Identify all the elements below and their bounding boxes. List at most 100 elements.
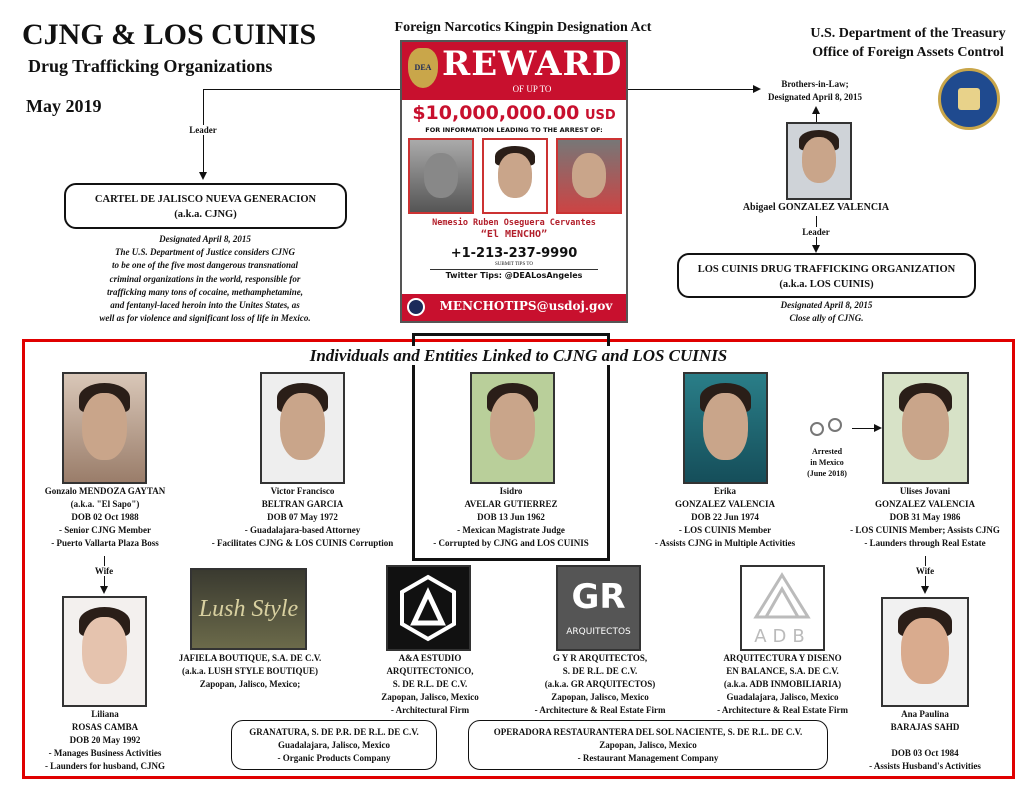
org-name: LOS CUINIS DRUG TRAFFICKING ORGANIZATION — [697, 264, 956, 275]
victor-photo — [260, 372, 345, 484]
company-line: ARQUITECTONICO, — [386, 666, 474, 676]
company-line: - Architecture & Real Estate Firm — [717, 705, 848, 715]
person-line: Ulises Jovani — [899, 486, 951, 496]
operadora-box: OPERADORA RESTAURANTERA DEL SOL NACIENTE… — [468, 720, 828, 770]
company-line: - Restaurant Management Company — [577, 753, 719, 763]
arrested-line: in Mexico — [810, 458, 844, 467]
linked-section — [22, 339, 1015, 779]
wife-label: Wife — [84, 566, 124, 576]
lush-style-logo: Lush Style — [190, 568, 307, 650]
spacer — [840, 734, 1010, 747]
isidro-photo — [470, 372, 555, 484]
ana-photo — [881, 597, 969, 707]
company-line: EN BALANCE, S.A. DE C.V. — [726, 666, 839, 676]
reward-amount: $10,000,000.00 — [412, 102, 580, 124]
gonzalo-photo — [62, 372, 147, 484]
logo-text: GR — [571, 577, 626, 617]
desc-line: and fentanyl-laced heroin into the Unite… — [110, 300, 300, 311]
person-line: BELTRAN GARCIA — [261, 499, 344, 509]
person-line: - Facilitates CJNG & LOS CUINIS Corrupti… — [211, 538, 394, 548]
wife-label: Wife — [905, 566, 945, 576]
abigael-name: Abigael GONZALEZ VALENCIA — [742, 202, 890, 213]
company-line: Zapopan, Jalisco, Mexico — [551, 692, 649, 702]
person-line: - LOS CUINIS Member; Assists CJNG — [850, 525, 1000, 535]
reward-label: REWARD — [442, 44, 623, 84]
company-line: Guadalajara, Jalisco, Mexico — [726, 692, 839, 702]
org-aka: (a.k.a. LOS CUINIS) — [779, 279, 874, 290]
section-title-text: Individuals and Entities Linked to CJNG … — [307, 346, 730, 365]
arrow-down-icon — [199, 172, 207, 180]
person-line: Erika — [713, 486, 736, 496]
dea-badge-icon: DEA — [408, 48, 438, 88]
person-line: - Assists Husband's Activities — [869, 761, 981, 771]
arrow-down-icon — [812, 245, 820, 253]
person-line: ROSAS CAMBA — [71, 722, 139, 732]
arrow-down-icon — [100, 586, 108, 594]
logo-subtext: ARQUITECTOS — [566, 627, 631, 637]
designation: Designated April 8, 2015 — [159, 234, 251, 244]
person-line: GONZALEZ VALENCIA — [675, 499, 775, 509]
company-line: S. DE R.L. DE C.V. — [392, 679, 468, 689]
connector-line — [852, 428, 876, 429]
gr-arquitectos-logo: GR ARQUITECTOS — [556, 565, 641, 651]
company-line: - Architectural Firm — [390, 705, 470, 715]
org-aka: (a.k.a. CJNG) — [174, 209, 237, 220]
act-title: Foreign Narcotics Kingpin Designation Ac… — [394, 20, 652, 35]
desc-line: criminal organizations in the world, res… — [109, 273, 301, 284]
page-title: CJNG & LOS CUINIS — [22, 18, 317, 51]
desc-line: well as for violence and significant los… — [99, 313, 311, 324]
person-line: (a.k.a. "El Sapo") — [70, 499, 140, 509]
company-line: (a.k.a. ADB INMOBILIARIA) — [723, 679, 842, 689]
wanted-alias: “El MENCHO” — [480, 229, 548, 240]
agency-line: Office of Foreign Assets Control — [812, 45, 1004, 60]
person-line: - Launders for husband, CJNG — [44, 761, 166, 771]
person-line: GONZALEZ VALENCIA — [875, 499, 975, 509]
company-line: S. DE R.L. DE C.V. — [562, 666, 638, 676]
person-line: - Senior CJNG Member — [58, 525, 152, 535]
person-line: - Assists CJNG in Multiple Activities — [654, 538, 796, 548]
person-line: Gonzalo MENDOZA GAYTAN — [44, 486, 166, 496]
arrow-right-icon — [753, 85, 761, 93]
ally-note: Close ally of CJNG. — [789, 313, 864, 323]
highlight-box — [412, 333, 610, 561]
mencho-photo-3 — [556, 138, 622, 214]
company-line: G Y R ARQUITECTOS, — [552, 653, 648, 663]
company-gr-arquitectos: G Y R ARQUITECTOS,S. DE R.L. DE C.V.(a.k… — [515, 652, 685, 717]
person-line: DOB 20 May 1992 — [69, 735, 141, 745]
person-line: - Guadalajara-based Attorney — [244, 525, 361, 535]
desc-line: The U.S. Department of Justice considers… — [115, 247, 295, 258]
company-line: Zapopan, Jalisco, Mexico — [599, 740, 697, 750]
person-line: BARAJAS SAHD — [890, 722, 960, 732]
person-line: Victor Francisco — [270, 486, 335, 496]
cjng-box: CARTEL DE JALISCO NUEVA GENERACION (a.k.… — [64, 183, 347, 229]
person-line: - Puerto Vallarta Plaza Boss — [51, 538, 159, 548]
person-line: - Launders through Real Estate — [864, 538, 986, 548]
liliana-photo — [62, 596, 147, 707]
person-line: - Manages Business Activities — [48, 748, 162, 758]
relation-line: Designated April 8, 2015 — [767, 92, 862, 102]
agency: U.S. Department of the Treasury Office o… — [790, 24, 1026, 62]
ulises-photo — [882, 372, 969, 484]
submit-tips: SUBMIT TIPS TO — [495, 262, 533, 267]
reward-currency: USD — [584, 108, 616, 123]
company-line: - Organic Products Company — [277, 753, 391, 763]
arrow-right-icon — [874, 424, 882, 432]
page-subtitle: Drug Trafficking Organizations — [28, 56, 273, 76]
company-line: Zapopan, Jalisco, Mexico; — [199, 679, 301, 689]
los-cuinis-box: LOS CUINIS DRUG TRAFFICKING ORGANIZATION… — [677, 253, 976, 298]
tip-email: MENCHOTIPS@usdoj.gov — [439, 299, 613, 313]
logo-text: ADB — [754, 626, 811, 647]
org-name: CARTEL DE JALISCO NUEVA GENERACION — [94, 194, 317, 205]
company-line: OPERADORA RESTAURANTERA DEL SOL NACIENTE… — [493, 727, 803, 737]
company-line: ARQUITECTURA Y DISENO — [723, 653, 842, 663]
designation: Designated April 8, 2015 — [780, 300, 873, 310]
person-line: - LOS CUINIS Member — [678, 525, 772, 535]
company-line: Zapopan, Jalisco, Mexico — [381, 692, 479, 702]
